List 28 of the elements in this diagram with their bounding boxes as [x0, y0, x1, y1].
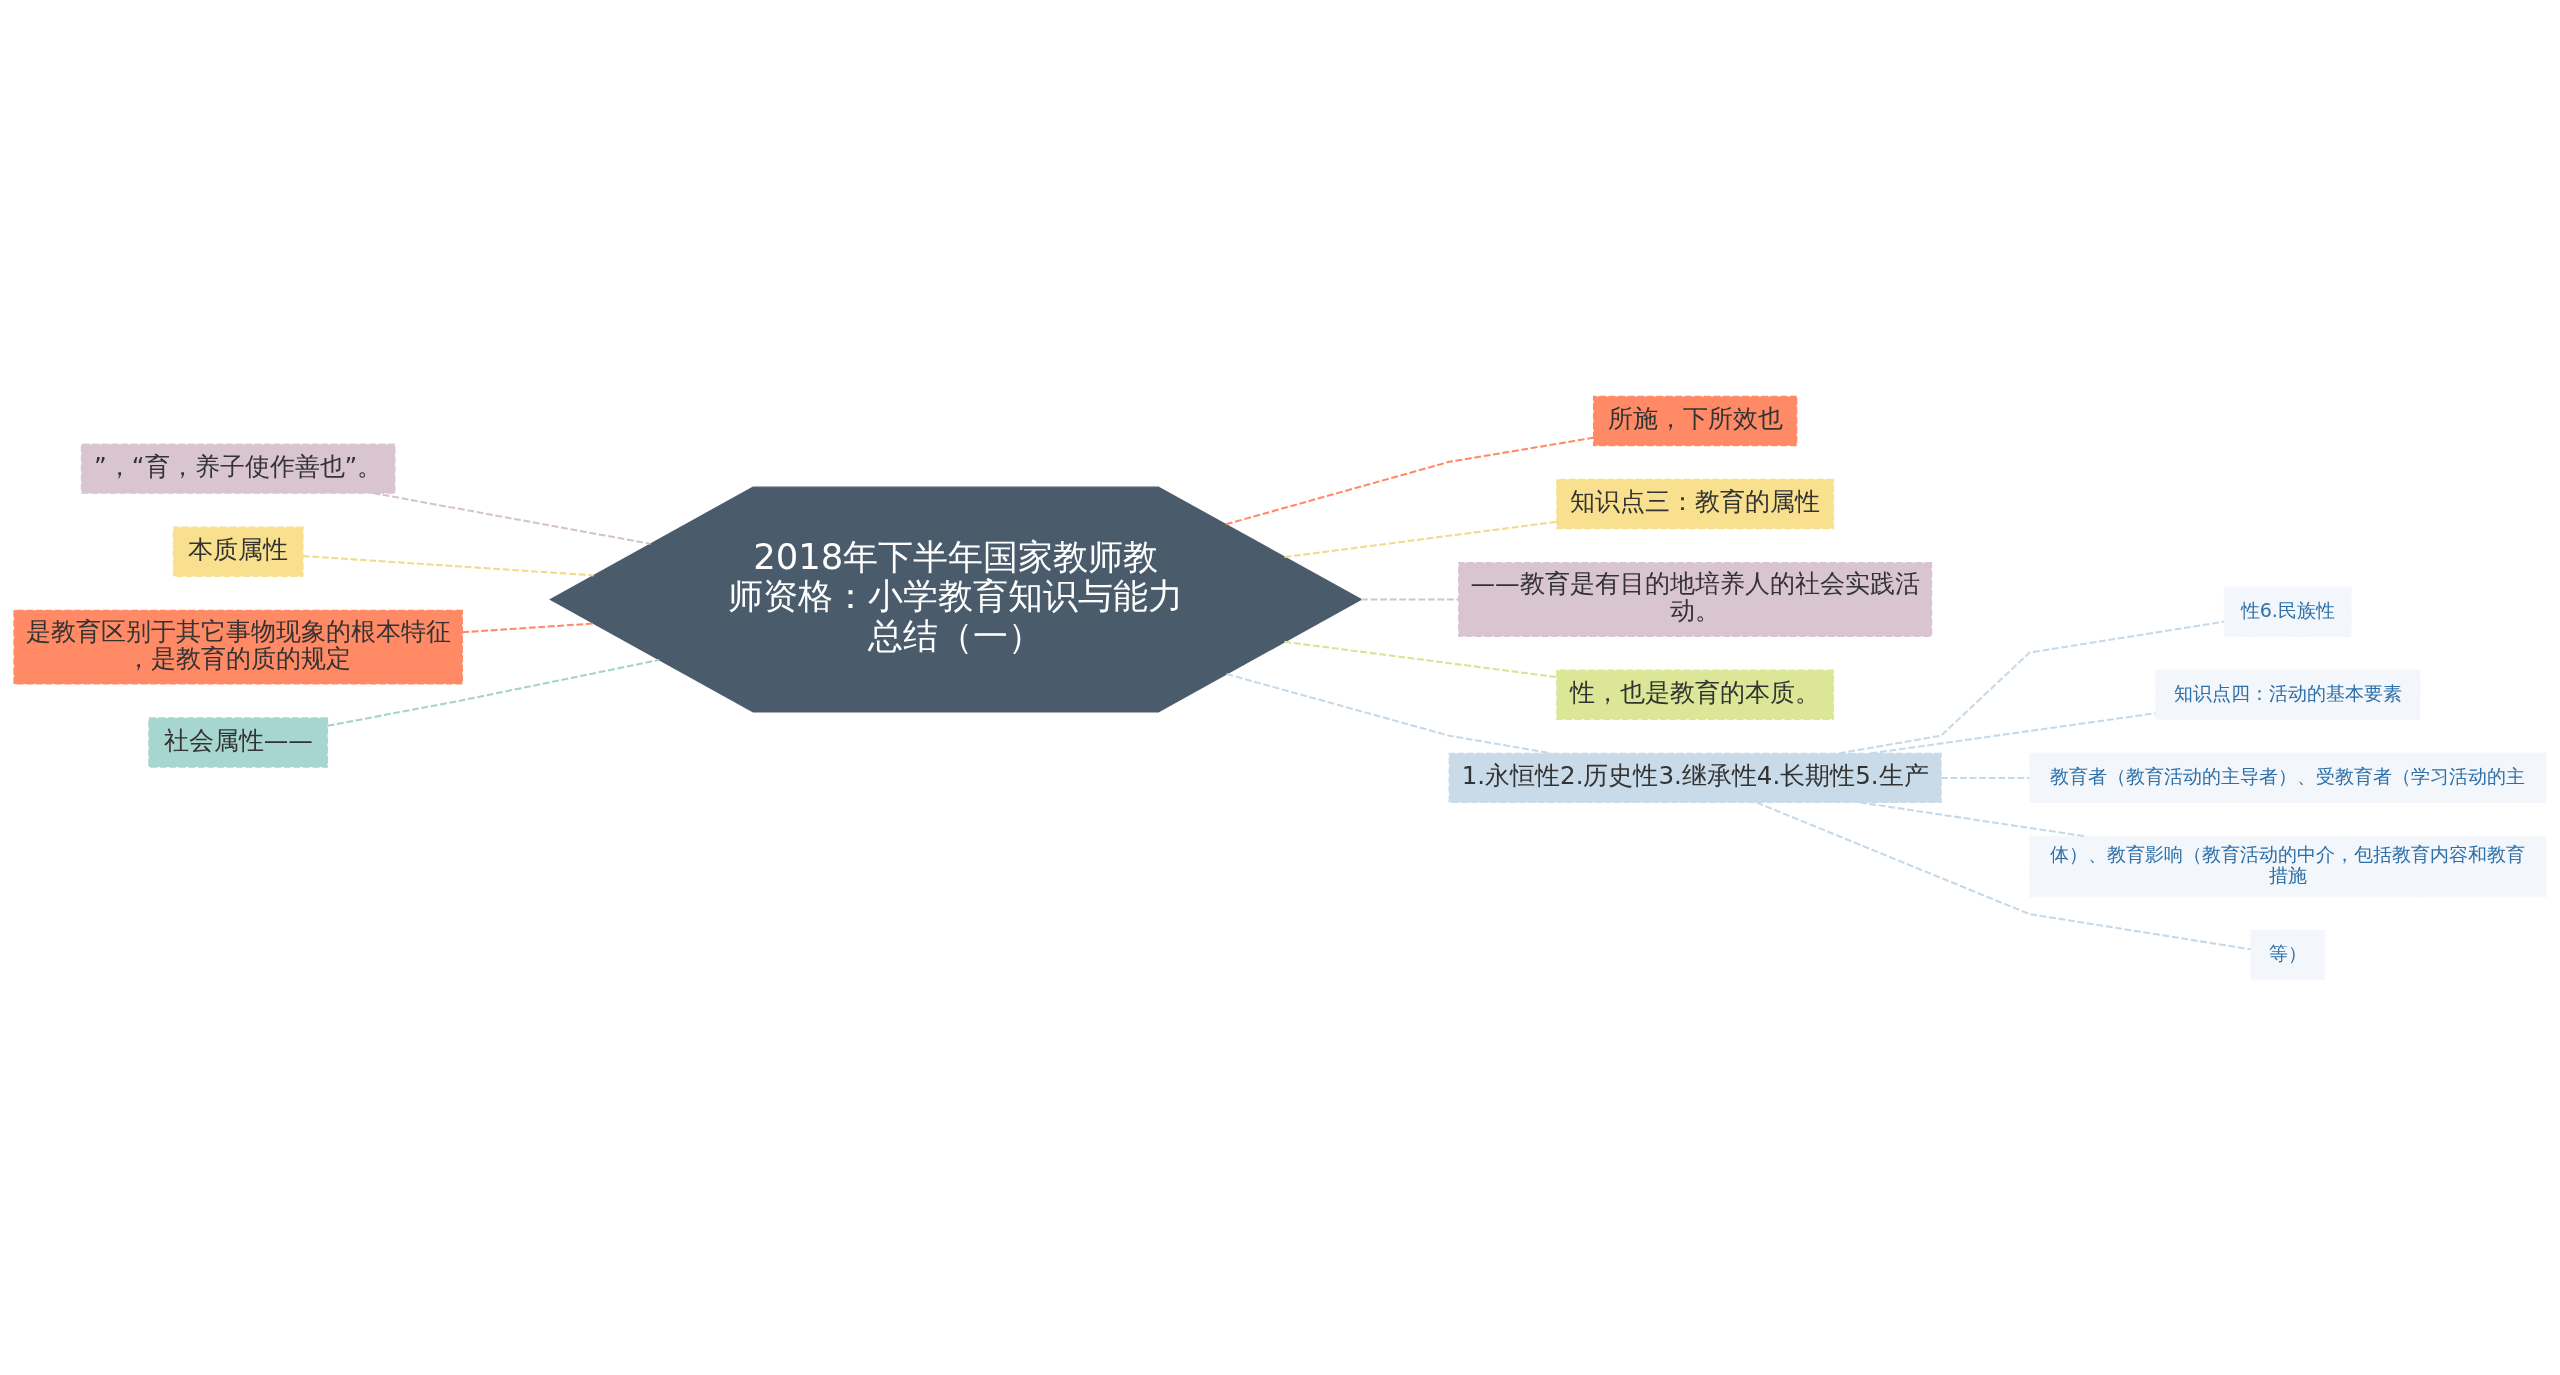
connector	[373, 491, 651, 545]
node-box: 是教育区别于其它事物现象的根本特征，是教育的质的规定	[13, 609, 463, 685]
node-box: 知识点三：教育的属性	[1556, 478, 1835, 529]
node-box: ”，“育，养子使作善也”。	[80, 442, 396, 494]
node-box: ——教育是有目的地培养人的社会实践活动。	[1458, 561, 1933, 637]
node-box: 等）	[2250, 929, 2326, 980]
connector	[1756, 801, 2251, 950]
node-box: 社会属性——	[148, 716, 329, 768]
connector	[1859, 800, 2087, 837]
connector	[1838, 620, 2225, 754]
connector	[327, 658, 660, 727]
node-box: 性，也是教育的本质。	[1556, 669, 1835, 720]
connector	[462, 622, 594, 633]
connector	[1870, 711, 2156, 754]
connector	[1941, 776, 2030, 779]
connector	[302, 554, 594, 576]
node-box: 性6.民族性	[2223, 586, 2352, 637]
connector	[1284, 640, 1557, 678]
node-box: 1.永恒性2.历史性3.继承性4.长期性5.生产	[1448, 752, 1942, 803]
node-box: 知识点四：活动的基本要素	[2154, 669, 2421, 720]
node-box: 教育者（教育活动的主导者）、受教育者（学习活动的主	[2028, 752, 2547, 803]
connector	[1284, 520, 1557, 558]
connector	[1361, 597, 1459, 600]
connector	[1225, 436, 1594, 525]
node-box: 体）、教育影响（教育活动的中介，包括教育内容和教育措施	[2028, 835, 2547, 897]
node-box: 本质属性	[172, 526, 304, 577]
connector	[1226, 672, 1552, 754]
node-box: 所施，下所效也	[1592, 395, 1798, 446]
